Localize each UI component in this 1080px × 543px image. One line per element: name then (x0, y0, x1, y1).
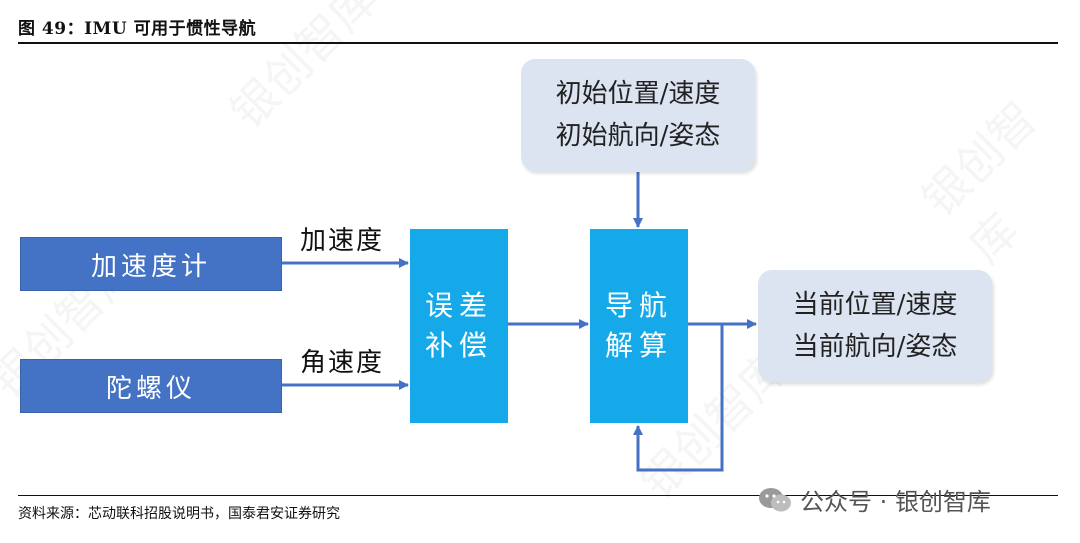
figure-title: 图 49：IMU 可用于惯性导航 (18, 19, 257, 39)
angular-velocity-label: 角速度 (300, 348, 385, 378)
source-note: 资料来源：芯动联科招股说明书，国泰君安证券研究 (18, 506, 340, 522)
accelerometer-node: 加速度计 (20, 237, 282, 291)
navigation-solution-node: 导航 解算 (590, 229, 688, 423)
current-state-node: 当前位置/速度 当前航向/姿态 (758, 270, 992, 382)
source-rule (18, 495, 1058, 496)
brand-text: 公众号 · 银创智库 (800, 488, 991, 516)
wechat-icon (758, 487, 792, 513)
arrow-feedback-loop (633, 324, 724, 472)
gyroscope-node: 陀螺仪 (20, 359, 282, 413)
title-rule (18, 42, 1058, 44)
brand-watermark: 公众号 · 银创智库 (758, 482, 991, 517)
initial-state-node: 初始位置/速度 初始航向/姿态 (521, 59, 755, 171)
error-compensation-node: 误差 补偿 (410, 229, 508, 423)
acceleration-label: 加速度 (300, 226, 385, 256)
